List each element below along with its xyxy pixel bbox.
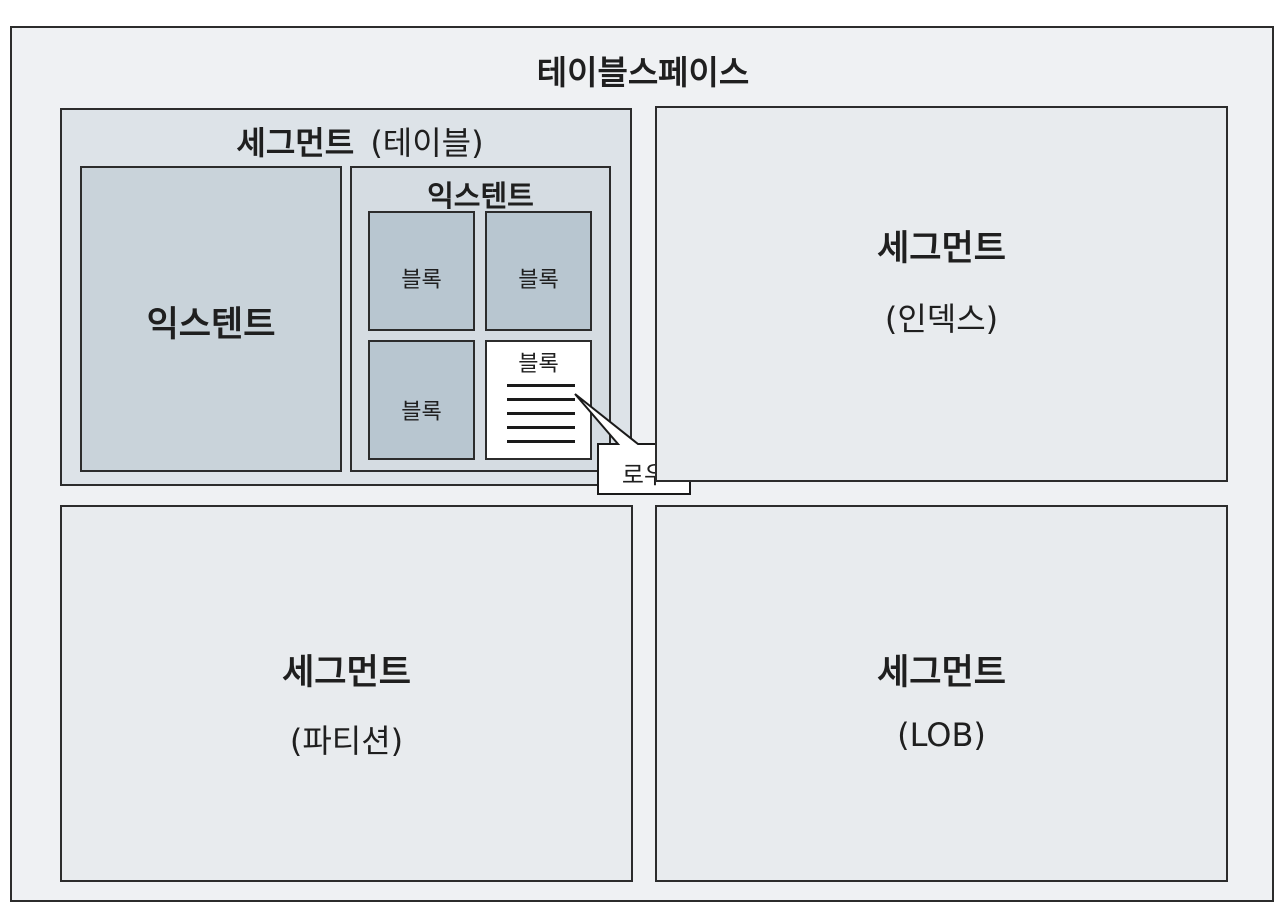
segment-index [655, 106, 1228, 482]
segment-lob-kind: (LOB) [897, 716, 986, 754]
block-1 [368, 211, 475, 331]
segment-index-title: 세그먼트 [877, 229, 1006, 269]
block-3 [368, 340, 475, 460]
segment-partition-title: 세그먼트 [282, 653, 411, 693]
extent-left-label: 익스텐트 [146, 305, 276, 345]
segment-lob [655, 505, 1228, 882]
segment-lob-title: 세그먼트 [877, 653, 1006, 693]
block-2-label: 블록 [518, 268, 559, 293]
segment-index-kind: (인덱스) [884, 300, 999, 338]
segment-table-kind: (테이블) [370, 124, 484, 162]
segment-table-title: 세그먼트 [236, 124, 355, 162]
row-line [507, 398, 575, 401]
row-line [507, 412, 575, 415]
extent-left [80, 166, 342, 472]
row-line [507, 384, 575, 387]
row-line [507, 440, 575, 443]
block-4-label: 블록 [518, 352, 559, 377]
block-2 [485, 211, 592, 331]
segment-partition [60, 505, 633, 882]
row-line [507, 426, 575, 429]
block-1-label: 블록 [401, 268, 442, 293]
block-3-label: 블록 [401, 400, 442, 425]
segment-table-heading: 세그먼트 (테이블) [160, 118, 560, 164]
extent-right-label: 익스텐트 [427, 179, 534, 213]
tablespace-title: 테이블스페이스 [536, 53, 750, 92]
segment-partition-kind: (파티션) [289, 722, 404, 760]
block-4 [485, 340, 592, 460]
